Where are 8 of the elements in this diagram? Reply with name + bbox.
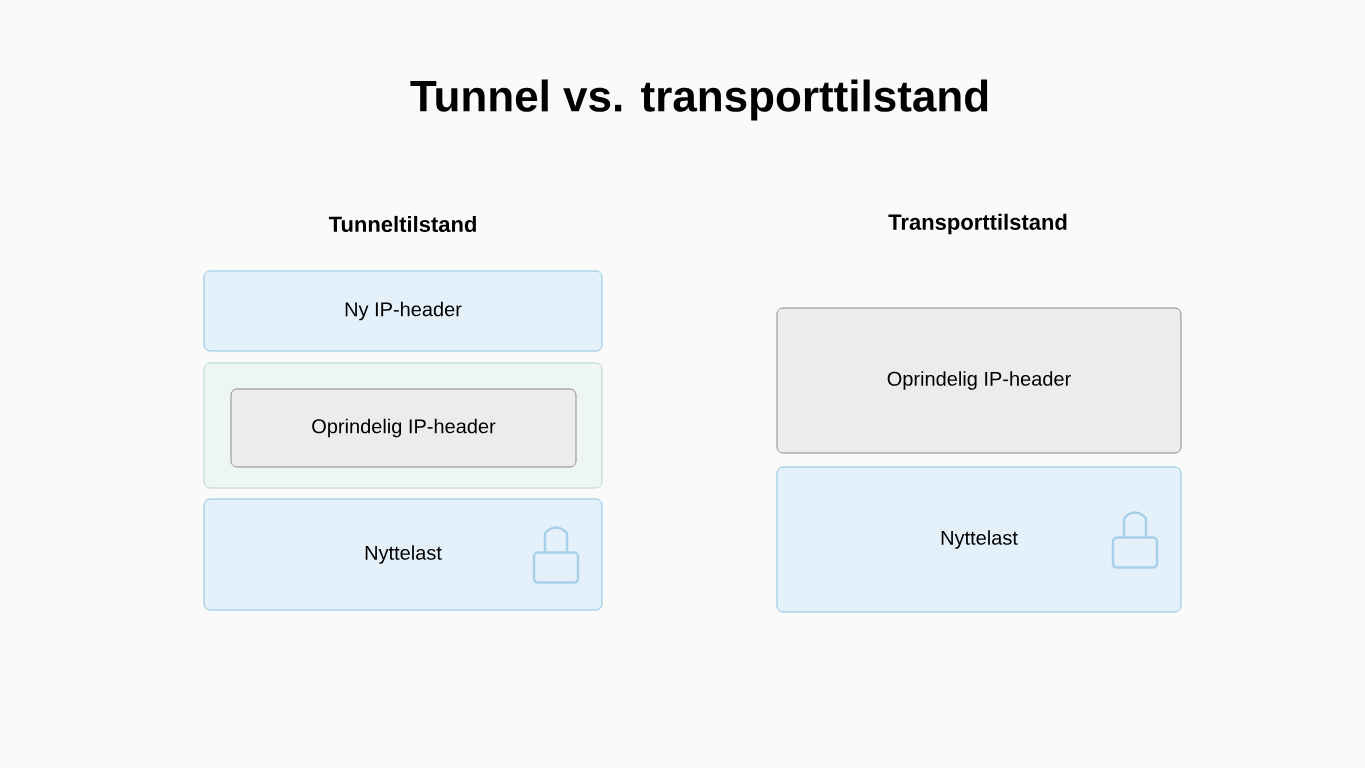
column-heading: Transporttilstand — [888, 213, 1067, 235]
column-heading: Tunneltilstand — [328, 215, 476, 233]
payload-box: Nyttelast — [776, 466, 1182, 613]
header-box: Oprindelig IP-header — [776, 307, 1182, 454]
title: Tunnel vs. transporttilstand — [410, 79, 988, 121]
header-box: Oprindelig IP-header — [230, 388, 577, 468]
payload-box: Nyttelast — [203, 498, 603, 611]
header-box: Ny IP-header — [203, 270, 603, 352]
